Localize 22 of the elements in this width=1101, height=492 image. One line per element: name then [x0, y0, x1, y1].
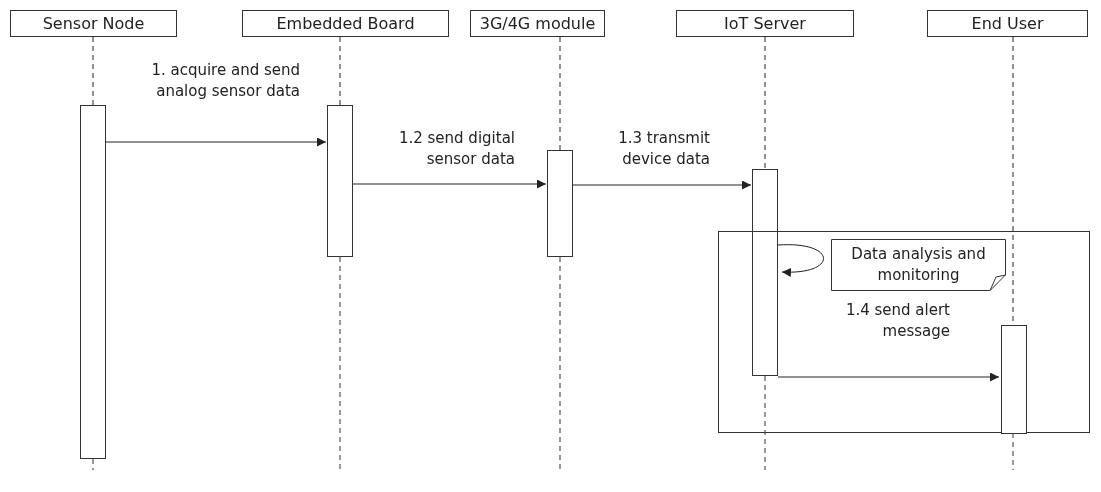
- activation-bar: [80, 105, 106, 459]
- activation-bar: [752, 169, 778, 376]
- fragment-frame: [718, 231, 1090, 433]
- message-arrow: [572, 180, 752, 190]
- lifeline-header: 3G/4G module: [470, 10, 605, 37]
- self-message-arrow: [777, 244, 824, 277]
- lifeline: [764, 36, 766, 170]
- lifeline: [92, 36, 94, 106]
- lifeline-header: IoT Server: [676, 10, 854, 37]
- lifeline: [559, 36, 561, 151]
- note-text: Data analysis and monitoring: [850, 244, 987, 286]
- lifeline-header: Sensor Node: [10, 10, 177, 37]
- lifeline: [339, 36, 341, 106]
- activation-bar: [547, 150, 573, 257]
- note: [831, 239, 1006, 291]
- lifeline-header: End User: [927, 10, 1088, 37]
- message-arrow: [105, 137, 327, 147]
- activation-bar: [1001, 325, 1027, 434]
- activation-bar: [327, 105, 353, 257]
- message-arrow: [352, 179, 547, 189]
- message-arrow: [777, 372, 1000, 382]
- lifeline-header: Embedded Board: [242, 10, 449, 37]
